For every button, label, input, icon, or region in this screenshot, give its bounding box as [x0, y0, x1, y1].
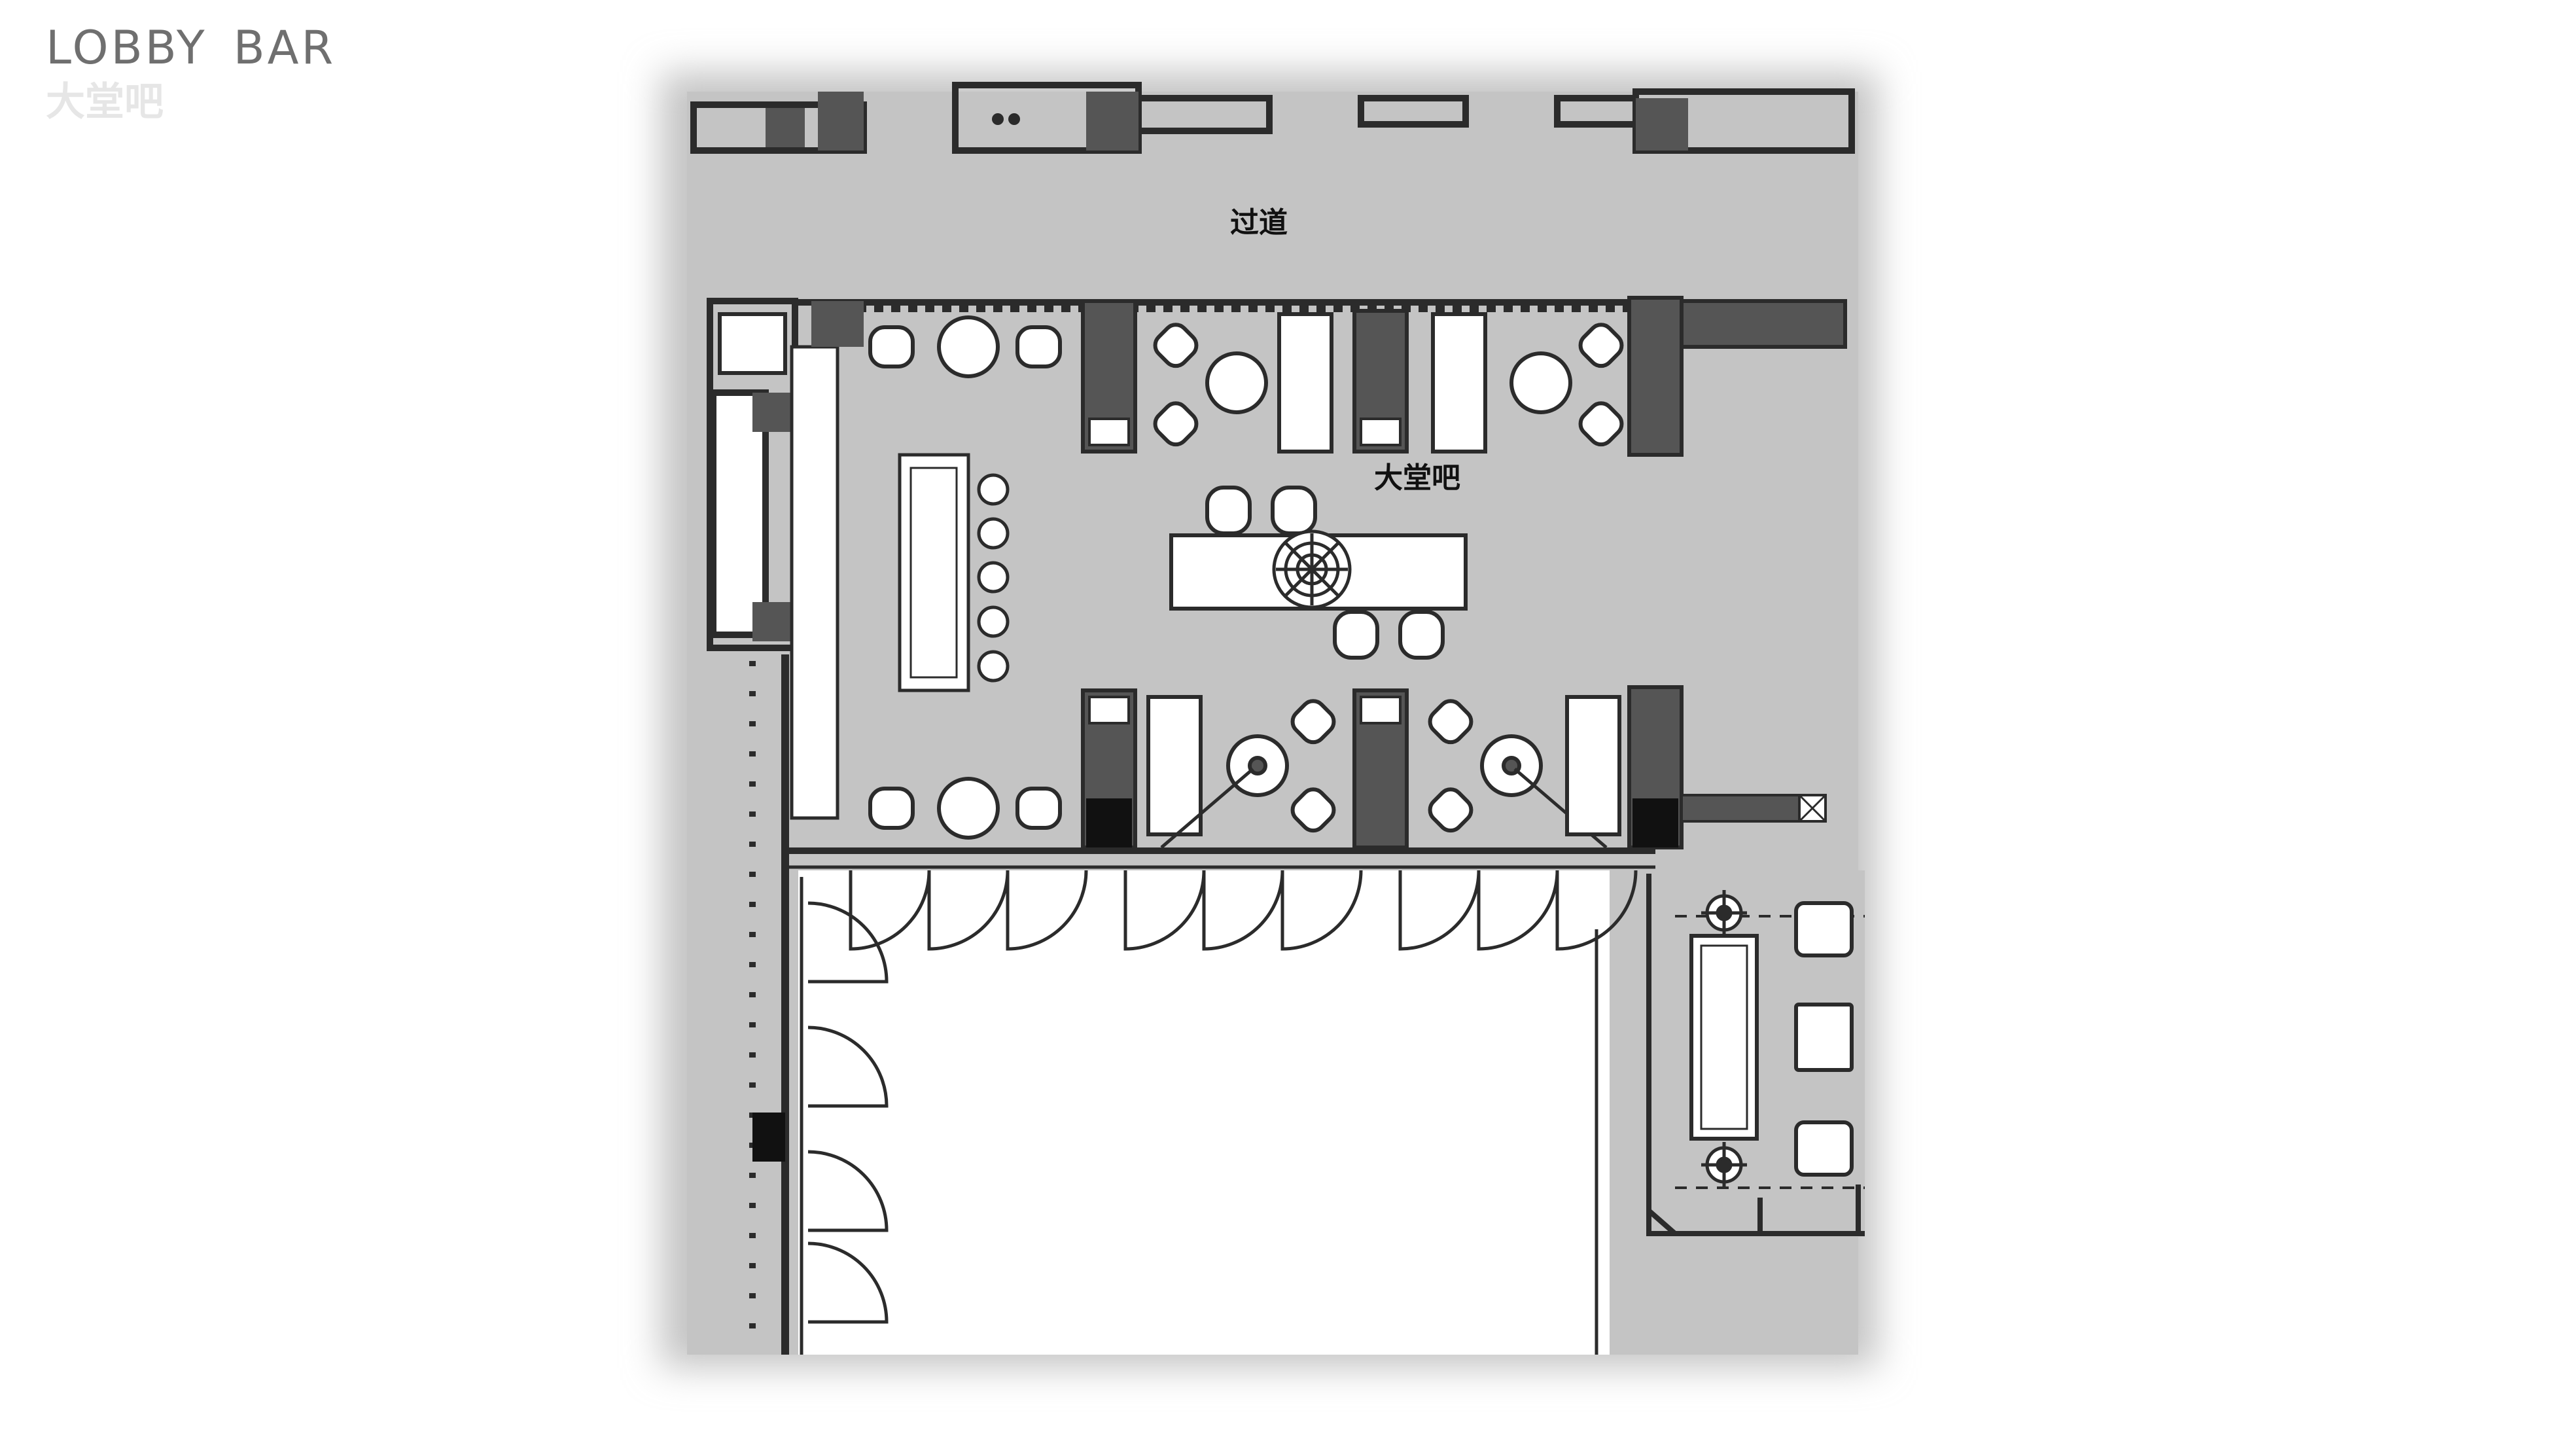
bar-back-shelf [710, 389, 769, 638]
planter-foot [1086, 798, 1132, 847]
top-lounge-set-left [868, 315, 1062, 378]
planter-base [1088, 696, 1130, 724]
pillar-foot [1632, 798, 1678, 847]
top-fixture-dot [992, 113, 1004, 125]
sofa-top-1 [1277, 312, 1333, 454]
sofa-bottom-2 [1565, 695, 1621, 836]
top-lounge-set-mid [1153, 323, 1268, 447]
title-word-lobby: LOBBY [46, 21, 207, 75]
lamp-cord [1160, 768, 1254, 849]
floor-lamp-icon [1701, 1142, 1747, 1188]
page-title-zh: 大堂吧 [46, 79, 164, 125]
title-word-bar: BAR [233, 21, 336, 75]
wall-pillar [752, 393, 792, 432]
planter-base [1360, 418, 1402, 446]
planter-base [1360, 696, 1402, 724]
side-room-sofa-inner [1700, 944, 1748, 1130]
bottom-lounge-set-left [868, 777, 1062, 840]
wall-pillar [1627, 296, 1684, 457]
side-room-sofa [1689, 934, 1759, 1141]
top-wall-block-left [766, 108, 805, 147]
top-wall-block-a [818, 92, 864, 151]
glass-doors-row [782, 865, 1655, 951]
bar-counter [790, 345, 839, 820]
wall-pillar [811, 301, 864, 347]
corridor-label: 过道 [1230, 206, 1288, 240]
planter-base [1088, 418, 1130, 446]
side-room-walls [1646, 874, 1865, 1236]
bottom-lounge-set-right [1428, 699, 1543, 833]
lower-room [798, 870, 1610, 1355]
top-lounge-set-right [1509, 323, 1624, 447]
bar-back-counter [718, 312, 787, 375]
right-wall [1680, 299, 1847, 349]
bar-stools [977, 473, 1010, 683]
column-block [752, 1113, 785, 1162]
right-lower-wall [1680, 794, 1801, 823]
wall-pillar [752, 602, 792, 641]
top-wall-block-b [1086, 92, 1138, 151]
lobby-bar-label: 大堂吧 [1374, 461, 1460, 495]
top-fixture-dot [1008, 113, 1020, 125]
bar-island-inner [909, 467, 958, 679]
side-doors [807, 901, 889, 1324]
table-plant-icon [1272, 529, 1352, 609]
top-wall-block-c [1636, 98, 1688, 151]
sofa-bottom-1 [1146, 695, 1203, 836]
communal-table-chairs [1205, 486, 1445, 660]
floor-lamp-icon [1701, 890, 1747, 936]
sofa-top-2 [1431, 312, 1487, 454]
vent-icon-cross [1799, 795, 1826, 821]
side-room-chairs [1794, 901, 1854, 1177]
bottom-lounge-set-mid [1226, 699, 1336, 833]
